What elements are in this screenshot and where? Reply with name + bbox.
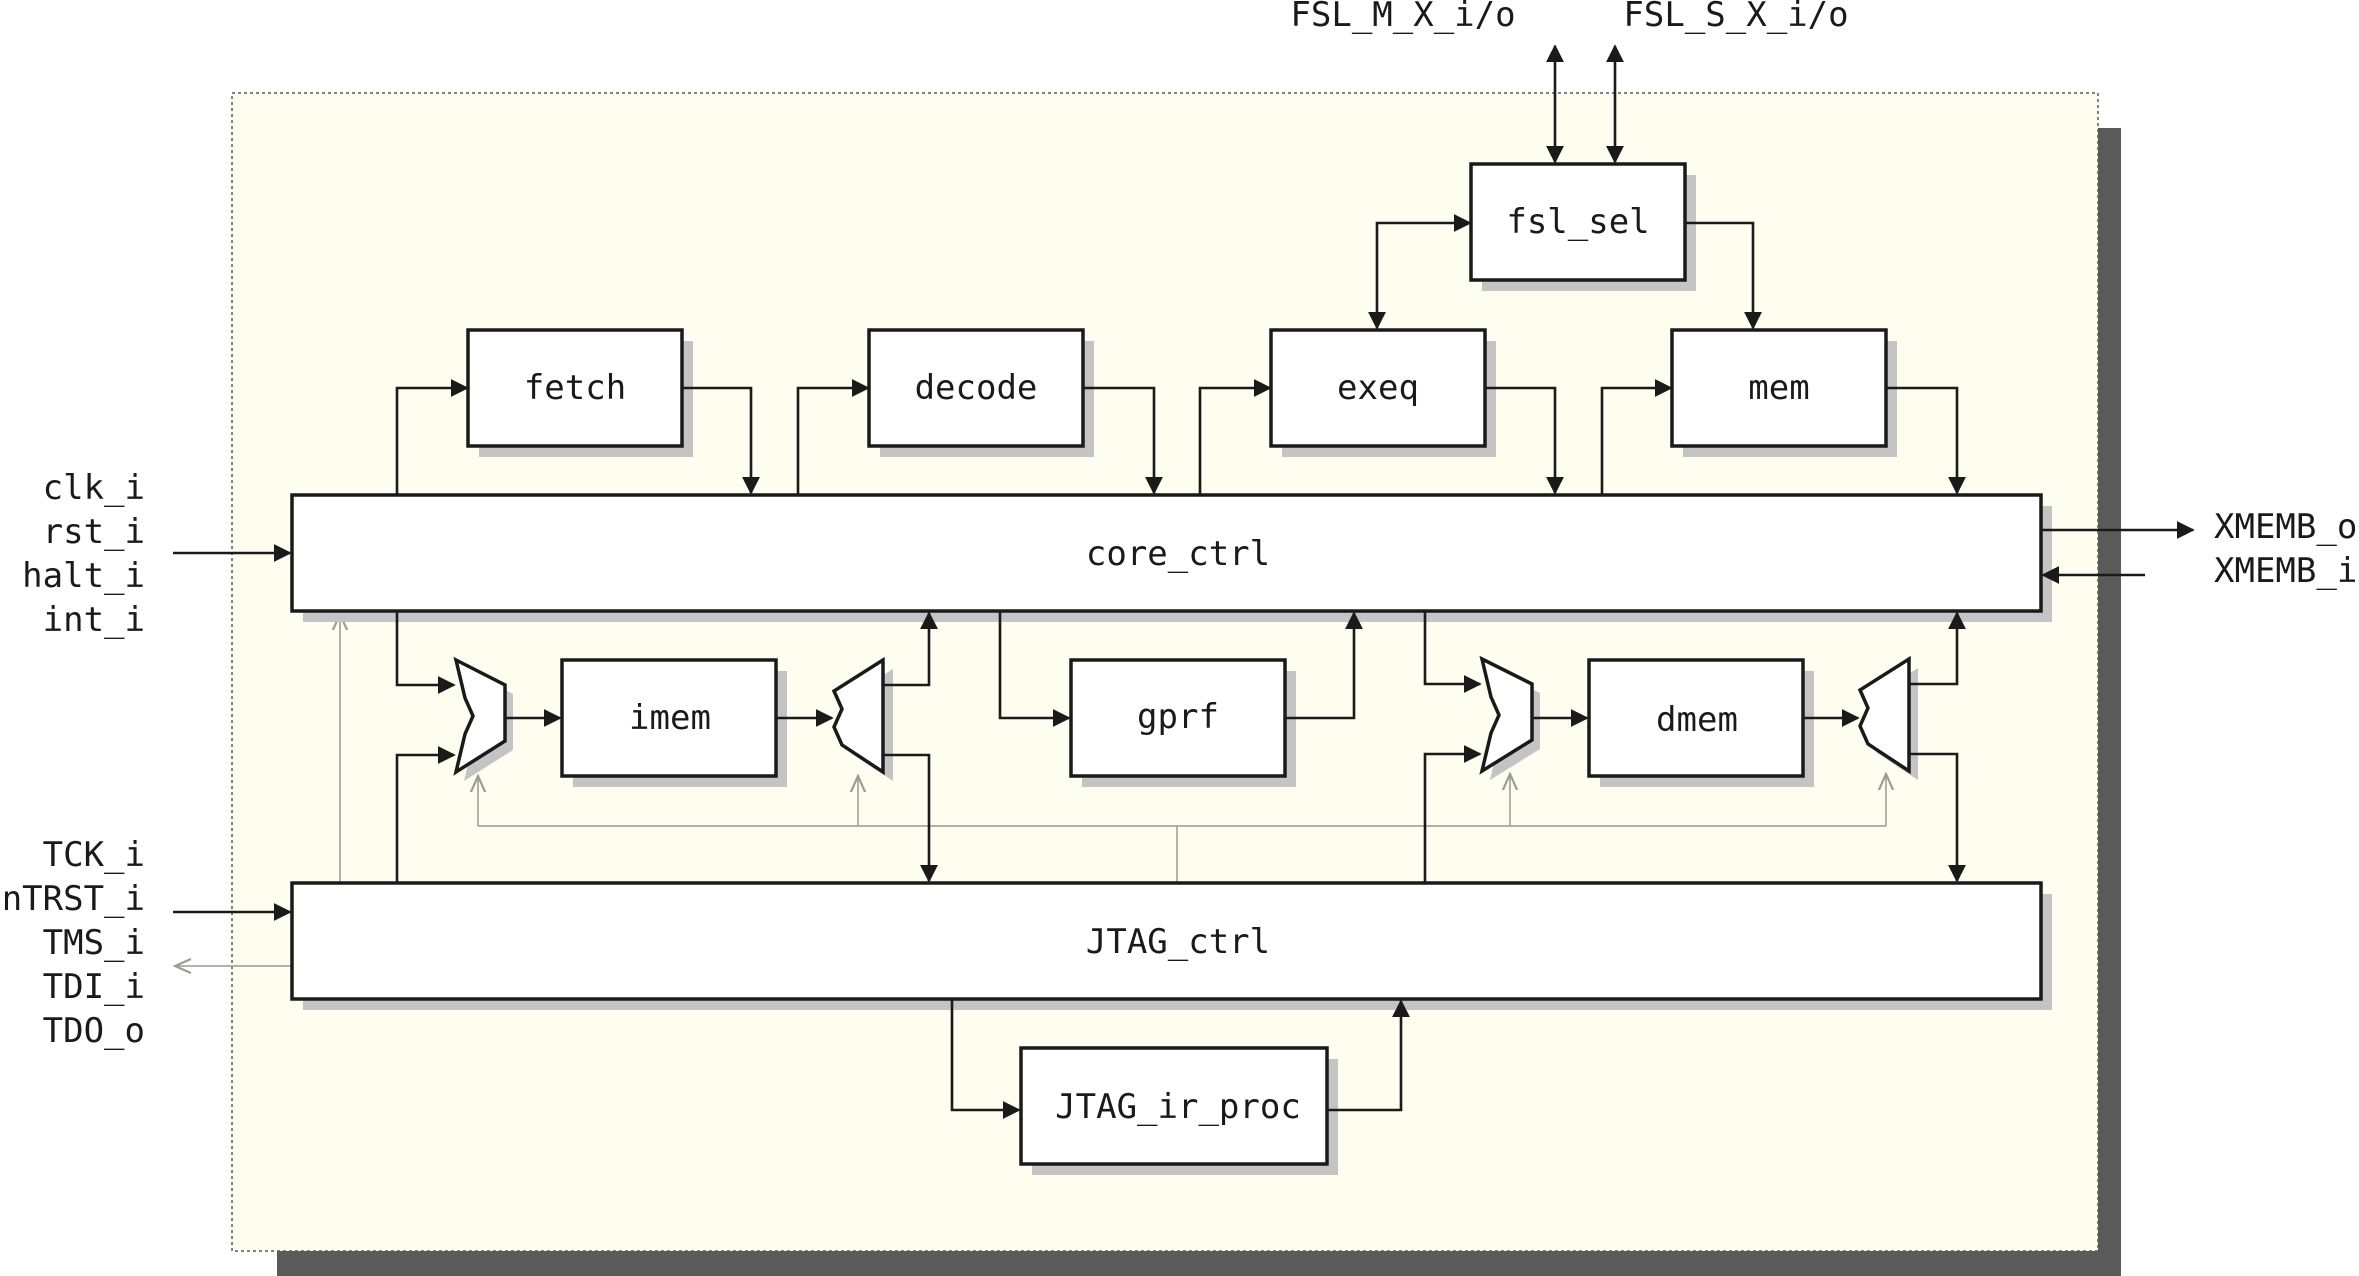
exeq-label: exeq [1337,368,1419,408]
port-xmemb-i: XMEMB_i [2214,551,2357,591]
port-ntrst-i: nTRST_i [2,879,145,919]
port-tms-i: TMS_i [43,923,145,963]
imem-block [560,658,778,778]
decode-label: decode [915,368,1038,408]
dmem-input-mux [1479,655,1534,775]
jtag-ctrl-block [290,881,2043,1001]
dmem-block [1587,658,1805,778]
fsl-sel-label: fsl_sel [1506,202,1649,242]
port-fsl-s: FSL_S_X_i/o [1623,0,1848,35]
fsl-sel-block [1469,162,1687,282]
port-tck-i: TCK_i [43,835,145,875]
port-rst-i: rst_i [43,512,145,552]
port-xmemb-o: XMEMB_o [2214,507,2357,547]
core-ctrl-block [290,493,2043,613]
jtag-ir-proc-block [1019,1046,1329,1166]
exeq-block [1269,328,1487,448]
port-int-i: int_i [43,600,145,640]
mem-label: mem [1748,368,1809,408]
jtag-ir-proc-label: JTAG_ir_proc [1055,1087,1301,1127]
dmem-label: dmem [1656,700,1738,740]
core-ctrl-label: core_ctrl [1086,534,1270,574]
fetch-label: fetch [524,368,626,408]
port-tdi-i: TDI_i [43,967,145,1007]
jtag-control-lines [175,614,1886,966]
jtag-ctrl-label: JTAG_ctrl [1086,922,1270,962]
decode-block [867,328,1085,448]
dmem-output-mux [1857,655,1911,775]
imem-output-mux [831,656,885,776]
imem-input-mux [453,656,507,776]
port-tdo-o: TDO_o [43,1011,145,1051]
port-fsl-m: FSL_M_X_i/o [1290,0,1515,35]
datapath-wires [173,44,2195,1119]
port-halt-i: halt_i [22,556,145,596]
imem-label: imem [629,698,711,738]
gprf-label: gprf [1137,697,1219,737]
port-clk-i: clk_i [43,468,145,508]
